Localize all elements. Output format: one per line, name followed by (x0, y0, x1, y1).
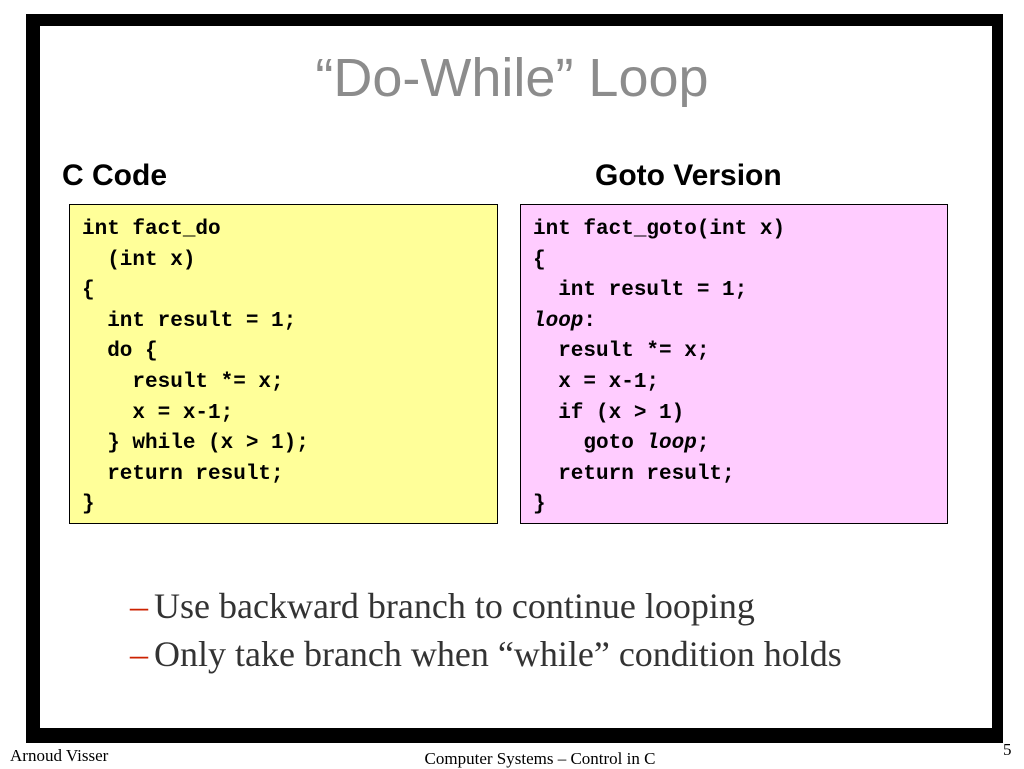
code-line: x = x-1; (533, 370, 660, 394)
code-line: int fact_do (82, 218, 221, 241)
code-line: } (533, 493, 546, 517)
bullet-item: –Use backward branch to continue looping (130, 582, 842, 630)
code-line: loop: (533, 309, 597, 333)
c-code-box: int fact_do (int x) { int result = 1; do… (69, 204, 498, 524)
code-line: (int x) (82, 248, 196, 272)
bullet-dash: – (130, 634, 148, 674)
c-code-heading: C Code (62, 159, 167, 192)
page-number: 5 (1003, 740, 1012, 759)
code-line: int result = 1; (533, 279, 748, 303)
slide-title: “Do-While” Loop (315, 48, 709, 108)
code-line: } while (x > 1); (82, 432, 309, 456)
code-line: goto loop; (533, 432, 710, 456)
code-line: do { (82, 340, 158, 364)
bullet-list: –Use backward branch to continue looping… (130, 582, 842, 678)
goto-version-heading: Goto Version (595, 159, 782, 192)
code-line: } (82, 493, 95, 517)
code-line: return result; (82, 462, 284, 486)
code-line: return result; (533, 462, 735, 486)
bullet-item: –Only take branch when “while” condition… (130, 630, 842, 678)
code-line: result *= x; (533, 340, 710, 364)
code-line: int result = 1; (82, 309, 297, 333)
code-line: if (x > 1) (533, 401, 685, 425)
bullet-text: Use backward branch to continue looping (154, 586, 755, 626)
footer-course: Computer Systems – Control in C (424, 749, 656, 768)
goto-code-box: int fact_goto(int x) { int result = 1; l… (520, 204, 948, 524)
code-line: { (82, 279, 95, 303)
code-line: { (533, 248, 546, 272)
code-line: x = x-1; (82, 401, 234, 425)
label-name: loop (646, 432, 697, 456)
bullet-text: Only take branch when “while” condition … (154, 634, 842, 674)
code-line: result *= x; (82, 370, 284, 394)
code-line: int fact_goto(int x) (533, 218, 786, 241)
bullet-dash: – (130, 586, 148, 626)
label-name: loop (533, 309, 584, 333)
footer-author: Arnoud Visser (10, 746, 109, 765)
